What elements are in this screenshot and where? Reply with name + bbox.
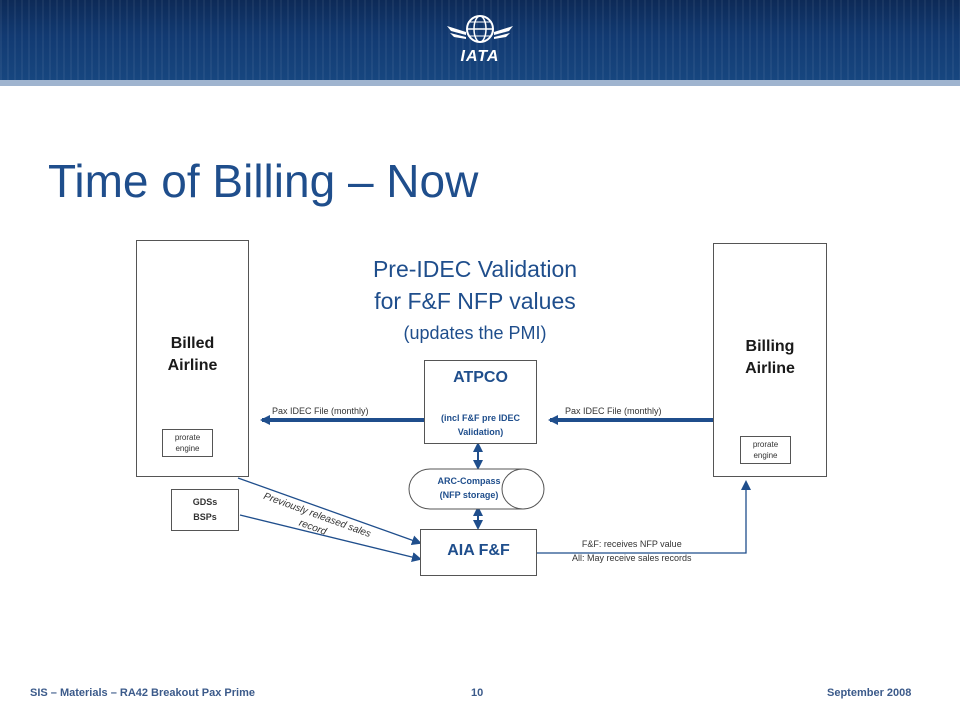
heading-line-2: for F&F NFP values <box>374 288 576 314</box>
arc-compass-label: ARC-Compass (NFP storage) <box>437 476 501 500</box>
gds-bsp-box: GDSs BSPs <box>171 489 239 531</box>
arc-compass-storage: ARC-Compass (NFP storage) <box>408 468 546 510</box>
gds-bsp-label: GDSs BSPs <box>192 497 218 522</box>
footer-page-number: 10 <box>471 687 484 699</box>
label-pax-idec-left: Pax IDEC File (monthly) <box>272 406 369 416</box>
atpco-box: ATPCO (incl F&F pre IDEC Validation) <box>424 360 537 444</box>
storage-cylinder-icon <box>408 468 545 510</box>
aia-title: AIA F&F <box>447 542 510 559</box>
arrow-aia-to-billing <box>536 480 751 554</box>
banner-pattern <box>0 0 960 80</box>
page-title: Time of Billing – Now <box>48 155 479 207</box>
logo-text: IATA <box>460 48 500 65</box>
arrow-gds-to-aia <box>239 514 422 562</box>
heading-line-1: Pre-IDEC Validation <box>372 256 578 282</box>
diagram-heading: Pre-IDEC Validation for F&F NFP values (… <box>330 253 620 349</box>
billed-airline-label: Billed Airline <box>167 335 218 374</box>
billed-airline-box: Billed Airline prorate engine <box>136 240 249 477</box>
heading-line-3: (updates the PMI) <box>403 323 547 343</box>
billing-airline-box: Billing Airline prorate engine <box>713 243 827 477</box>
footer-title: SIS – Materials – RA42 Breakout Pax Prim… <box>30 687 255 699</box>
atpco-title: ATPCO <box>453 369 508 386</box>
banner-divider <box>0 80 960 86</box>
aia-box: AIA F&F <box>420 529 537 576</box>
arrow-billed-to-aia <box>237 477 422 546</box>
atpco-subtitle: (incl F&F pre IDEC Validation) <box>440 413 520 437</box>
globe-wings-icon <box>447 15 513 43</box>
label-ff-receives: F&F: receives NFP value All: May receive… <box>572 539 692 563</box>
footer-date: September 2008 <box>827 687 912 699</box>
label-pax-idec-right: Pax IDEC File (monthly) <box>565 406 662 416</box>
billed-prorate-engine: prorate engine <box>162 429 213 457</box>
header-banner: IATA <box>0 0 960 80</box>
billing-airline-label: Billing Airline <box>745 338 795 377</box>
iata-logo: IATA <box>445 12 515 72</box>
billing-prorate-engine: prorate engine <box>740 436 791 464</box>
